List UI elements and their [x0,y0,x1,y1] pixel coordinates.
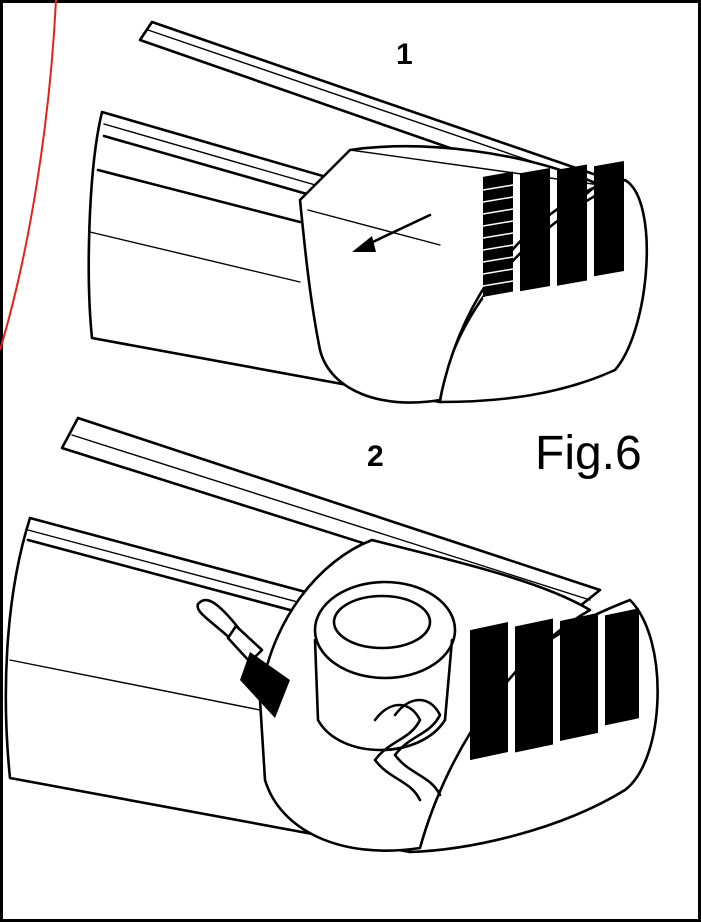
figure-caption: Fig.6 [535,427,642,480]
red-margin-curve [0,0,57,351]
unit-step2-illustration [4,416,659,854]
unit-step1-illustration [87,20,648,404]
step-2-number: 2 [367,440,384,473]
compressor [313,580,457,752]
condenser-coils [373,698,442,802]
vent-grille-1 [483,160,624,297]
step-1-number: 1 [396,38,413,71]
cleaning-brush-icon [196,598,290,718]
vent-grille-2 [470,608,639,761]
